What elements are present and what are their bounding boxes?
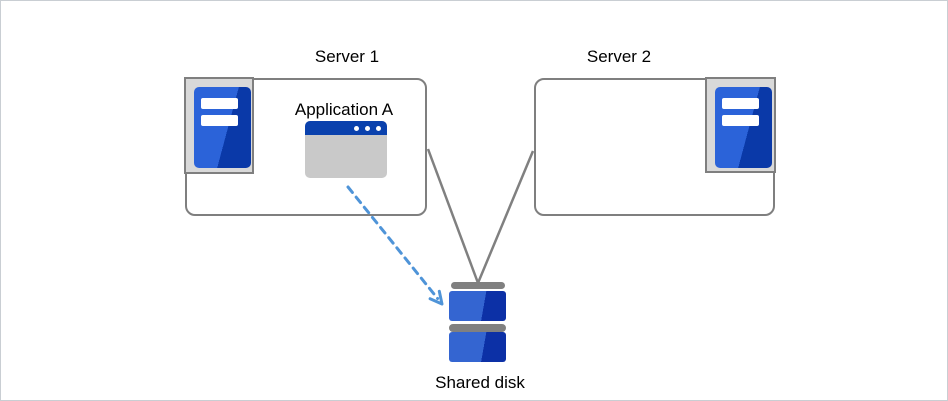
server1-icon-frame xyxy=(184,77,254,174)
server1-label: Server 1 xyxy=(314,47,380,66)
disk-stack-icon xyxy=(449,291,506,321)
disk-stack-icon xyxy=(449,332,506,362)
connector-server2-to-disk xyxy=(476,150,535,284)
server-tower-icon xyxy=(715,87,772,168)
connector-server1-to-disk xyxy=(426,148,480,284)
server2-label: Server 2 xyxy=(586,47,652,66)
arrowhead-icon xyxy=(428,289,444,306)
disk-stack-icon xyxy=(451,282,505,289)
app-window-icon xyxy=(305,121,387,178)
server2-icon-frame xyxy=(705,77,776,173)
shared-disk-label: Shared disk xyxy=(435,373,525,392)
tower-slot xyxy=(722,98,759,109)
window-dot-icon xyxy=(365,125,370,131)
window-dot-icon xyxy=(376,125,381,131)
application-label: Application A xyxy=(294,100,394,119)
app-window-titlebar xyxy=(305,121,387,135)
tower-slot xyxy=(201,115,238,126)
server-tower-icon xyxy=(194,87,251,168)
disk-stack-icon xyxy=(449,324,506,332)
window-dot-icon xyxy=(354,125,359,131)
tower-slot xyxy=(201,98,238,109)
tower-slot xyxy=(722,115,759,126)
